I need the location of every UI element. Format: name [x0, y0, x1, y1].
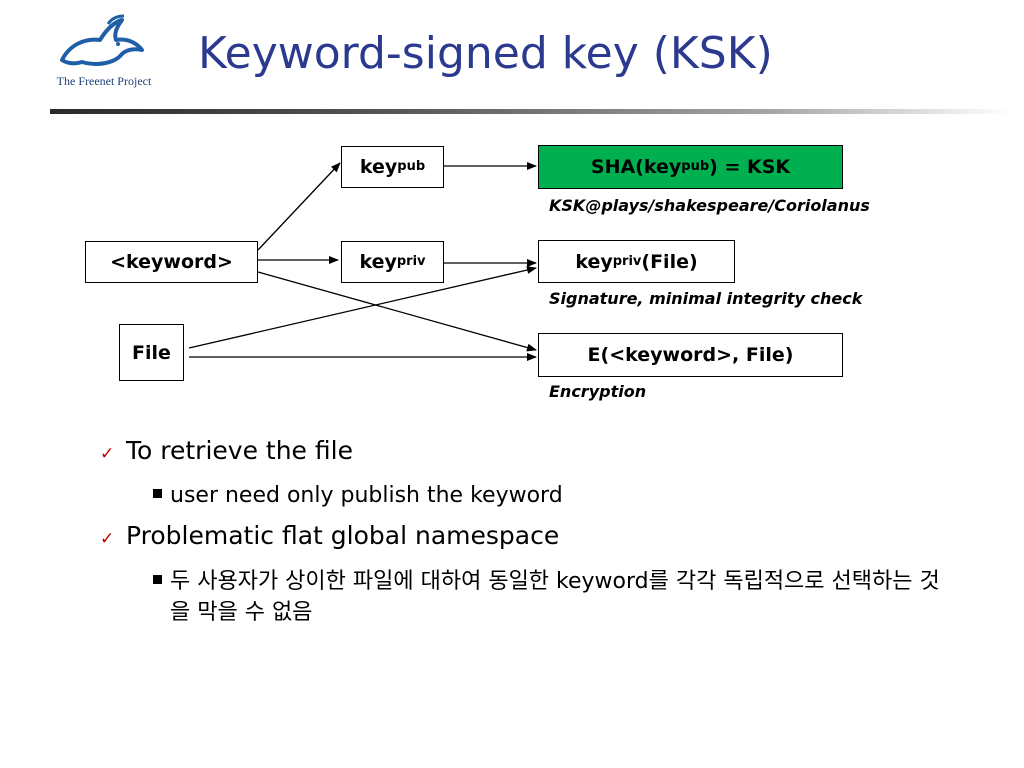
arrow-keyword-to-keypub: [257, 162, 341, 251]
check-icon: ✓: [100, 529, 115, 549]
sub-bullet-item: user need only publish the keyword: [153, 480, 563, 511]
title-divider: [50, 109, 1010, 114]
freenet-logo: The Freenet Project: [44, 14, 164, 92]
rabbit-icon: [60, 14, 144, 66]
encryption-box: E(<keyword>, File): [538, 333, 843, 377]
check-icon: ✓: [100, 444, 115, 464]
arrow-keyword-to-encrypt: [257, 271, 537, 352]
bullet-item: ✓ To retrieve the file: [100, 436, 353, 465]
encryption-note: Encryption: [549, 382, 647, 401]
square-bullet-icon: [153, 575, 162, 584]
diagram-arrows: [188, 162, 537, 361]
logo-text: The Freenet Project: [56, 74, 152, 88]
signature-note: Signature, minimal integrity check: [549, 289, 863, 308]
sub-bullet-item: 두 사용자가 상이한 파일에 대하여 동일한 keyword를 각각 독립적으로…: [153, 566, 943, 628]
arrow-file-to-sign: [188, 266, 537, 349]
square-bullet-icon: [153, 489, 162, 498]
ksk-example-note: KSK@plays/shakespeare/Coriolanus: [549, 196, 870, 215]
file-box: File: [119, 324, 184, 381]
page-title: Keyword-signed key (KSK): [198, 28, 773, 79]
bullet-item: ✓ Problematic flat global namespace: [100, 521, 560, 550]
keyword-box: <keyword>: [85, 241, 258, 283]
